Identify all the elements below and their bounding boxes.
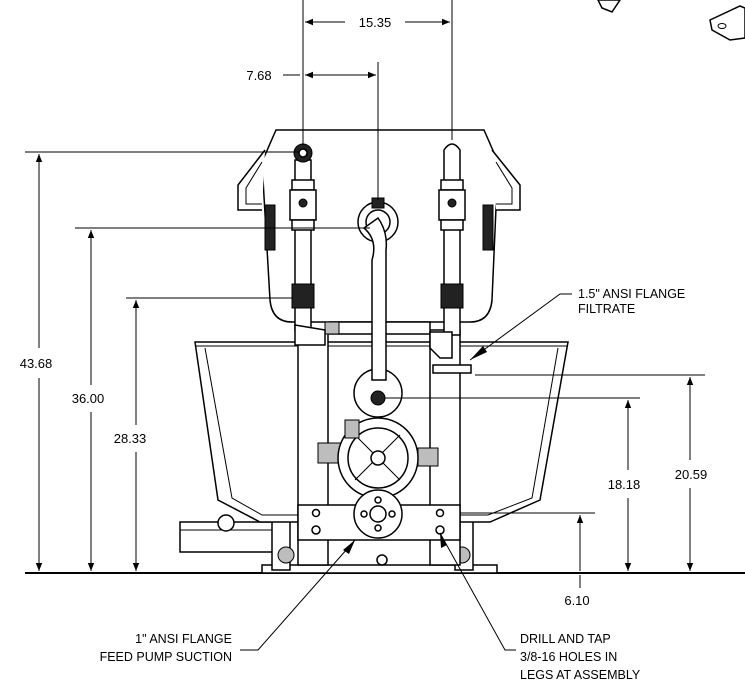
corner-detail-views — [597, 0, 745, 41]
callout-drill-tap: DRILL AND TAP 3/8-16 HOLES IN LEGS AT AS… — [520, 632, 641, 682]
base-frame — [25, 514, 745, 574]
inlet-piping — [289, 143, 326, 346]
dim-half-width: 7.68 — [246, 68, 271, 83]
dim-feed-height: 36.00 — [72, 391, 105, 406]
filter-press-assembly — [25, 0, 745, 574]
drill-line-3: LEGS AT ASSEMBLY — [520, 668, 641, 682]
dimension-values: 15.35 7.68 43.68 36.00 28.33 20.59 18.18… — [20, 15, 708, 608]
dim-outlet-height: 28.33 — [114, 431, 147, 446]
feed-pump — [317, 368, 439, 539]
filtrate-line-2: FILTRATE — [578, 302, 635, 316]
dim-tray-height: 20.59 — [675, 467, 708, 482]
dim-total-width: 15.35 — [359, 15, 392, 30]
drill-line-1: DRILL AND TAP — [520, 632, 611, 646]
callout-suction: 1" ANSI FLANGE FEED PUMP SUCTION — [100, 632, 232, 664]
filtrate-line-1: 1.5" ANSI FLANGE — [578, 287, 685, 301]
callout-leaders — [240, 293, 572, 651]
dim-pump-height: 18.18 — [608, 477, 641, 492]
outlet-piping — [429, 143, 472, 374]
callout-filtrate: 1.5" ANSI FLANGE FILTRATE — [578, 287, 685, 316]
feed-pipe — [357, 197, 399, 381]
drill-line-2: 3/8-16 HOLES IN — [520, 650, 617, 664]
dim-overall-height: 43.68 — [20, 356, 53, 371]
dim-leg-height: 6.10 — [564, 593, 589, 608]
suction-line-1: 1" ANSI FLANGE — [135, 632, 232, 646]
suction-line-2: FEED PUMP SUCTION — [100, 650, 232, 664]
dimension-lines — [25, 0, 705, 588]
